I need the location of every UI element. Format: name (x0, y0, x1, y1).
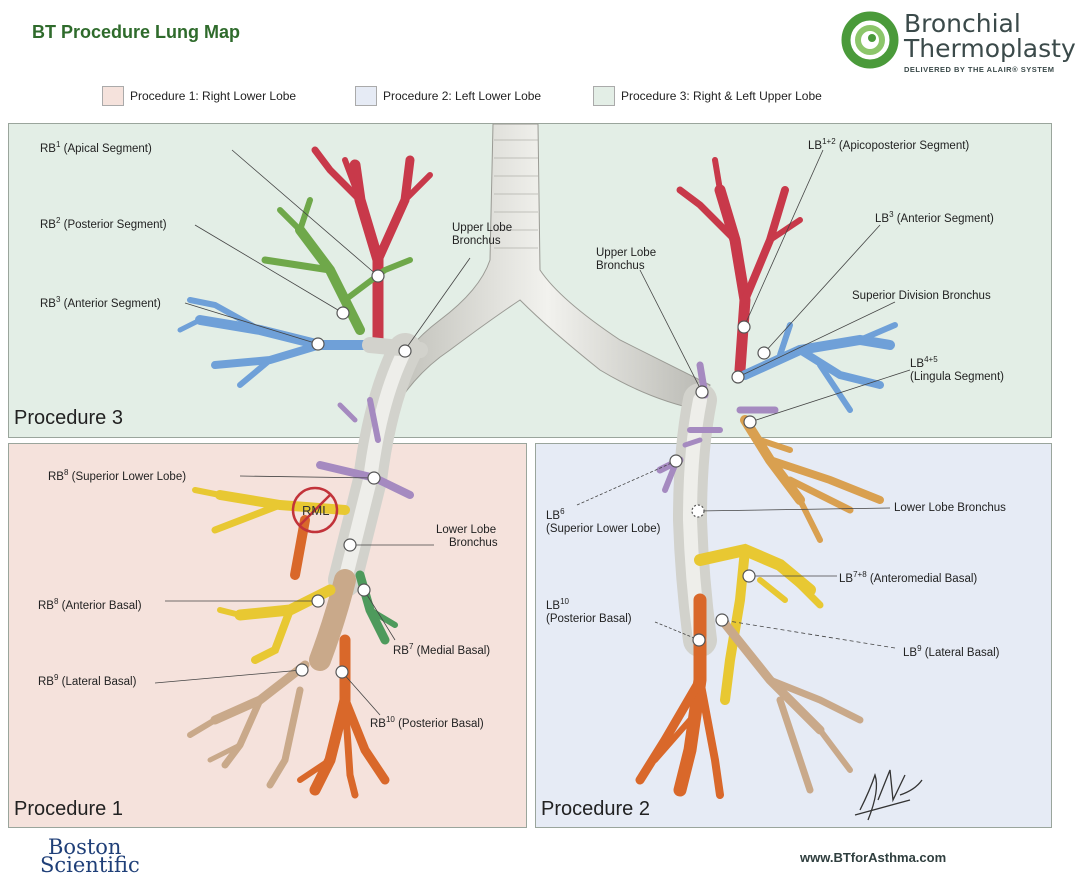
website-url: www.BTforAsthma.com (800, 850, 946, 865)
boston-scientific-logo: Boston Scientific (40, 838, 140, 874)
lb9-lateral-basal-branches (722, 620, 860, 790)
label-lb3: LB3 (Anterior Segment) (875, 208, 994, 226)
label-lb6: LB6(Superior Lower Lobe) (546, 505, 660, 536)
panel-label-procedure-2: Procedure 2 (541, 798, 650, 821)
label-rml: RML (302, 504, 329, 517)
label-left-lower-lobe-bronchus: Lower Lobe Bronchus (894, 502, 1006, 515)
label-lb9: LB9 (Lateral Basal) (903, 642, 1000, 660)
label-rb9: RB9 (Lateral Basal) (38, 671, 136, 689)
rb1-apical-branches (315, 150, 430, 340)
rb9-lateral-basal-branches (190, 665, 305, 785)
label-rb10: RB10 (Posterior Basal) (370, 713, 484, 731)
label-lb78: LB7+8 (Anteromedial Basal) (839, 568, 977, 586)
label-rb2: RB2 (Posterior Segment) (40, 214, 167, 232)
label-rb8-anterior-basal: RB8 (Anterior Basal) (38, 595, 142, 613)
panel-label-procedure-3: Procedure 3 (14, 407, 123, 430)
label-rb7: RB7 (Medial Basal) (393, 640, 490, 658)
panel-label-procedure-1: Procedure 1 (14, 798, 123, 821)
label-rb3: RB3 (Anterior Segment) (40, 293, 161, 311)
label-rb6: RB8 (Superior Lower Lobe) (48, 466, 186, 484)
label-lb12: LB1+2 (Apicoposterior Segment) (808, 135, 969, 153)
trachea (385, 124, 710, 410)
netter-signature (855, 770, 922, 820)
label-rb1: RB1 (Apical Segment) (40, 138, 152, 156)
lb12-apicoposterior-branches (680, 160, 800, 370)
label-lb45: LB4+5(Lingula Segment) (910, 353, 1004, 384)
label-superior-division-bronchus: Superior Division Bronchus (852, 290, 991, 303)
lb-upper-basal-branches (745, 420, 880, 540)
label-lb10: LB10(Posterior Basal) (546, 595, 632, 626)
